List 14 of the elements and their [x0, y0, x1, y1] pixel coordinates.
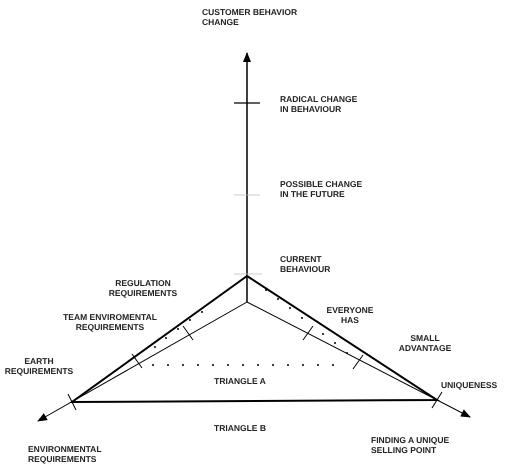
axis-label: EVERYONE HAS [326, 306, 374, 326]
axis-label: CURRENT BEHAVIOUR [280, 255, 332, 275]
axis-label: TRIANGLE B [213, 424, 267, 434]
axis-label: TEAM ENVIROMENTAL REQUIREMENTS [62, 313, 158, 333]
axis-label: TRIANGLE A [213, 377, 267, 387]
axis-label: SMALL ADVANTAGE [398, 334, 452, 354]
axis-label: UNIQUENESS [441, 381, 498, 391]
axis-label: CUSTOMER BEHAVIOR CHANGE [202, 8, 298, 28]
axis-label: POSSIBLE CHANGE IN THE FUTURE [280, 180, 364, 200]
axis-label: FINDING A UNIQUE SELLING POINT [371, 436, 450, 456]
axis-label: EARTH REQUIREMENTS [4, 357, 74, 377]
axis-label: REGULATION REQUIREMENTS [108, 279, 178, 299]
axis-label: RADICAL CHANGE IN BEHAVIOUR [280, 95, 358, 115]
axis-label: ENVIRONMENTAL REQUIREMENTS [28, 445, 102, 465]
